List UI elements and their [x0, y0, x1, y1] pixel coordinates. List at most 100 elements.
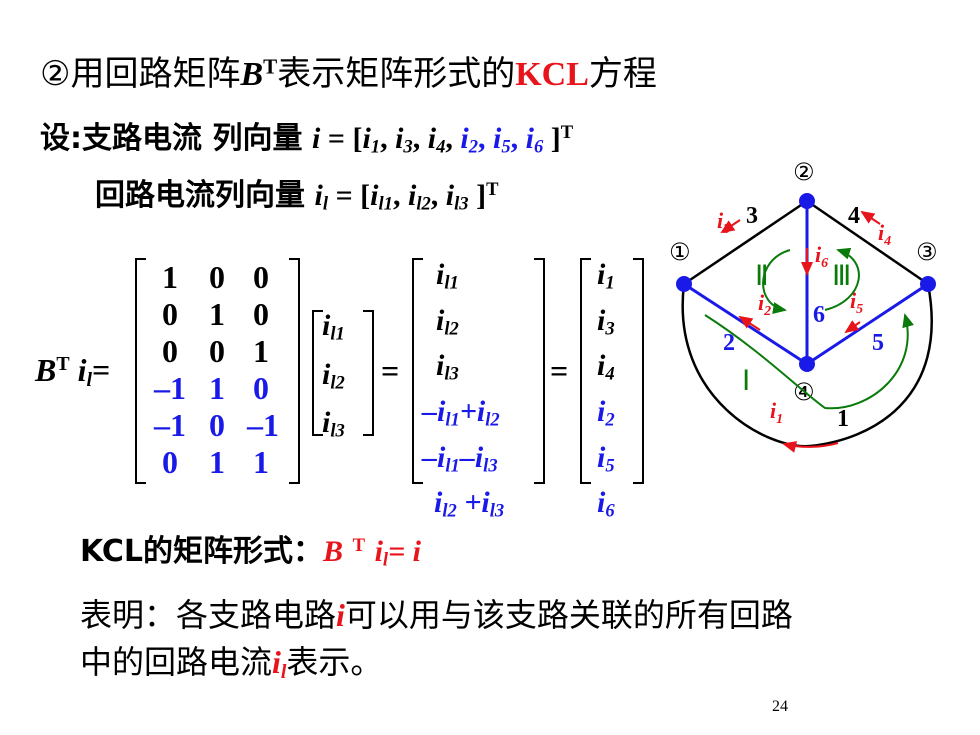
- node-1-dot: [676, 276, 692, 292]
- branch-current-vector: 设:支路电流 列向量 i = [i1, i3, i4, i2, i5, i6 ]…: [40, 121, 574, 158]
- page-number: 24: [772, 698, 788, 715]
- title-text-2: 表示矩阵形式的: [277, 54, 516, 94]
- middle-row-3: il3: [436, 349, 459, 385]
- matrix-right-bracket: [289, 258, 300, 484]
- loop-I-label: Ⅰ: [742, 366, 750, 397]
- matrix-left-bracket: [135, 258, 146, 484]
- node-3-label: ③: [916, 238, 938, 266]
- branch-row-3: i4: [597, 349, 615, 385]
- branch-6-number: 6: [813, 302, 825, 328]
- branch-3-edge: [683, 199, 808, 286]
- branch-row-5: i5: [597, 440, 615, 477]
- branch-vector-var: i: [312, 122, 321, 155]
- note-line-1: 表明：各支路电路i可以用与该支路关联的所有回路: [80, 590, 793, 636]
- node-1-label: ①: [669, 238, 691, 266]
- note-part-1: 表明：各支路电路: [80, 596, 337, 634]
- vec-il2: il2: [407, 179, 431, 215]
- lhs-T: T: [56, 353, 70, 376]
- kcl-form-label: KCL的矩阵形式：: [80, 534, 324, 569]
- middle-column: il1 il2 il3 –il1+il2 –il1–il3 il2 +il3: [422, 256, 504, 530]
- title-kcl: KCL: [515, 56, 589, 93]
- matrix-cell: 0: [209, 333, 225, 369]
- matrix-cell: 0: [162, 296, 178, 332]
- matrix-cell: 1: [209, 370, 225, 406]
- branch-vector-suffix: ]: [550, 122, 561, 155]
- matrix-cell: 0: [162, 444, 178, 480]
- branch-5-edge: [806, 282, 929, 366]
- title-circled-number: ②: [40, 54, 71, 94]
- slide-title: ②用回路矩阵BT表示矩阵形式的KCL方程: [40, 46, 657, 95]
- equals-1: =: [381, 353, 400, 389]
- matrix-cell: –1: [247, 407, 279, 443]
- branch-5-number: 5: [872, 330, 884, 356]
- branch-row-1: i1: [597, 258, 615, 294]
- kcl-form-sub: l: [382, 549, 389, 571]
- title-text-1: 用回路矩阵: [70, 54, 241, 94]
- i2-arrow: [738, 315, 761, 331]
- loop-II-arrow: [762, 249, 791, 314]
- kcl-matrix-form: KCL的矩阵形式：B T il= i: [80, 526, 421, 572]
- vec-i4: i4: [427, 122, 446, 158]
- i1-label: i1: [770, 398, 783, 427]
- branch-4-number: 4: [848, 203, 860, 229]
- i1-arrow: [782, 441, 839, 453]
- vec-il1: il1: [370, 179, 393, 215]
- title-T: T: [263, 54, 278, 79]
- branch-1-edge: [681, 283, 933, 448]
- branch-3-number: 3: [746, 203, 758, 229]
- branch-row-6: i6: [597, 486, 615, 522]
- kcl-form-i: i: [374, 535, 383, 568]
- network-graph: ① ② ③ ④ 1 2 3 4 5 6 i3 i4 i6 i2 i5 i1 Ⅰ …: [669, 158, 938, 453]
- note-i: i: [336, 597, 345, 633]
- branch-vector-prefix: 设:支路电流 列向量: [40, 121, 303, 156]
- branch-right-bracket: [633, 258, 644, 484]
- il-vector-right-bracket: [363, 310, 374, 436]
- matrix-cell: 0: [253, 296, 269, 332]
- matrix-cell: 1: [209, 444, 225, 480]
- note-part-2: 可以用与该支路关联的所有回路: [344, 596, 793, 634]
- middle-row-1: il1: [436, 258, 459, 294]
- equals-2: =: [550, 353, 569, 389]
- matrix-cell: 0: [209, 407, 225, 443]
- lhs-B: B: [35, 352, 57, 388]
- i5-arrow: [844, 320, 861, 334]
- branch-2-number: 2: [723, 330, 735, 356]
- branch-1-number: 1: [837, 406, 849, 432]
- matrix-cell: –1: [154, 370, 186, 406]
- il-col-2: il2: [322, 357, 345, 394]
- vec-il3: il3: [445, 179, 469, 215]
- middle-row-6: il2 +il3: [434, 486, 505, 522]
- note-line-2: 中的回路电流il表示。: [80, 637, 382, 684]
- loop-I-arrow: [704, 313, 914, 410]
- matrix-cell: 1: [253, 444, 269, 480]
- loop-vector-eq: = [: [328, 179, 371, 212]
- node-3-dot: [920, 276, 936, 292]
- vec-i6: i6: [525, 122, 544, 158]
- matrix-cell: 1: [162, 259, 178, 295]
- i3-label: i3: [717, 208, 730, 237]
- i3-arrow: [720, 219, 741, 234]
- loop-III-arrow: [824, 247, 860, 311]
- title-text-3: 方程: [588, 54, 657, 94]
- title-B: B: [240, 56, 264, 93]
- i4-arrow: [860, 210, 881, 225]
- middle-row-2: il2: [436, 303, 459, 340]
- middle-right-bracket: [534, 258, 545, 484]
- lhs-eq: =: [91, 352, 111, 388]
- loop-vector-suffix: ]: [476, 179, 487, 212]
- middle-row-4: –il1+il2: [422, 394, 500, 431]
- branch-row-4: i2: [597, 394, 615, 431]
- node-4-dot: [799, 356, 815, 372]
- matrix-cell: 0: [162, 333, 178, 369]
- middle-left-bracket: [412, 258, 423, 484]
- il-col-1: il1: [322, 309, 345, 345]
- loop-vector-T: T: [486, 178, 499, 200]
- vec-i1: i1: [362, 122, 381, 158]
- note-line2-part-2: 表示。: [286, 643, 383, 681]
- kcl-form-T: T: [352, 534, 366, 556]
- note-il-sub: l: [280, 660, 287, 683]
- kcl-form-rest: = i: [388, 535, 422, 568]
- matrix-cell: 0: [209, 259, 225, 295]
- vec-i5: i5: [493, 122, 511, 158]
- branch-vector-T: T: [560, 121, 574, 143]
